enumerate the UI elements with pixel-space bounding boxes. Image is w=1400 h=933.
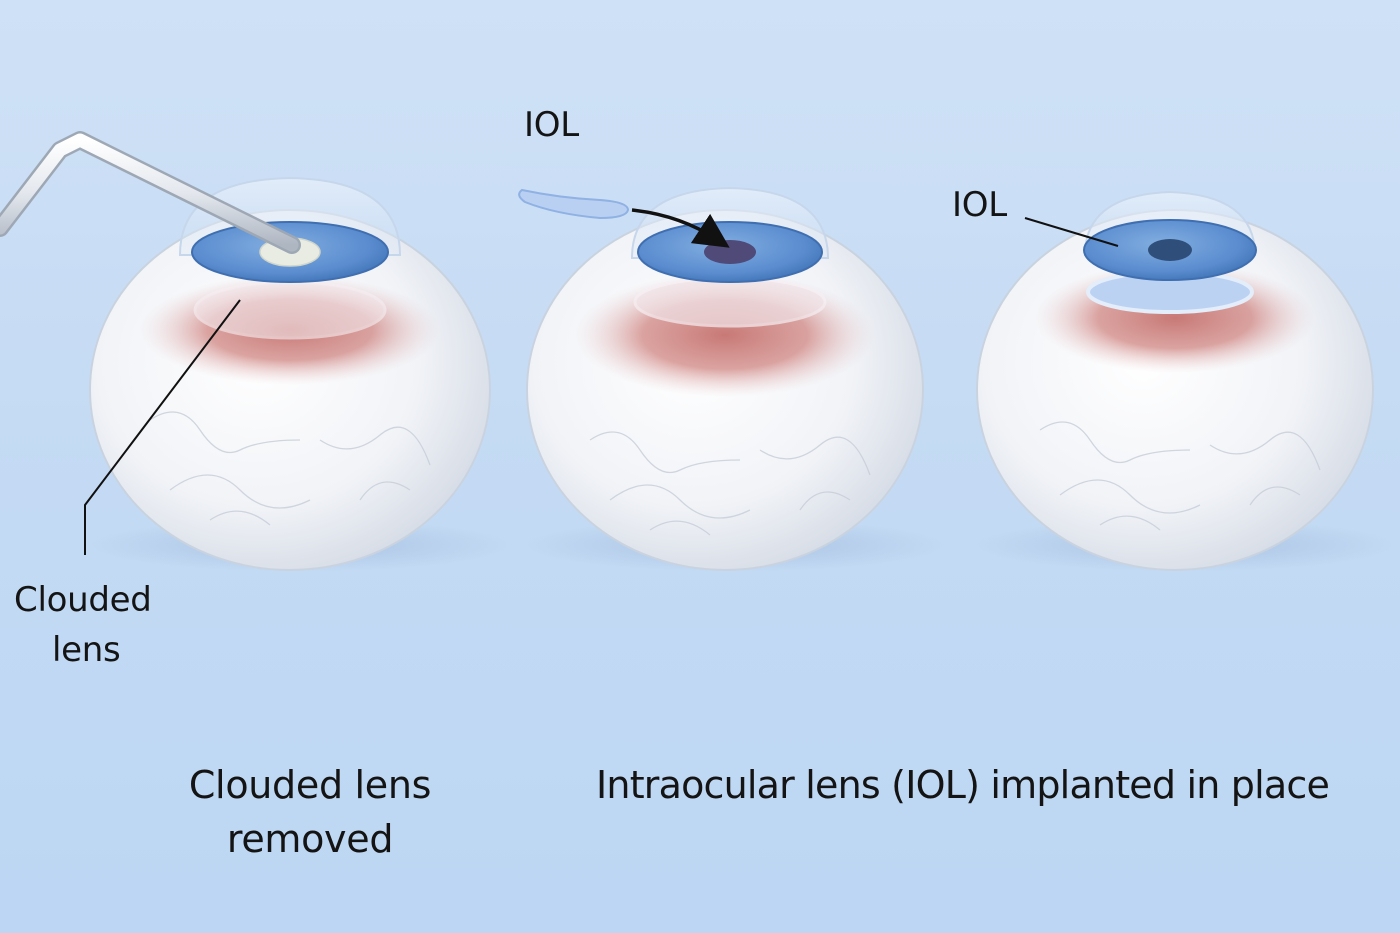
- label-clouded-lens-line-2: lens: [52, 630, 121, 670]
- label-iol-top: IOL: [524, 105, 579, 145]
- clouded-lens-leader-line: [84, 299, 241, 555]
- eye-3-iol-implanted: [975, 190, 1395, 571]
- caption-lens-removed-line-1: Clouded lens: [188, 763, 432, 807]
- iol-leader-line: [1024, 217, 1119, 247]
- caption-lens-removed: Clouded lens removed: [160, 758, 460, 866]
- eye-1-clouded-lens-removal: [0, 131, 510, 571]
- label-clouded-lens: Clouded lens: [14, 575, 152, 675]
- caption-lens-removed-line-2: removed: [226, 817, 394, 861]
- caption-iol-implanted: Intraocular lens (IOL) implanted in plac…: [596, 763, 1330, 807]
- surgical-probe: [0, 131, 301, 254]
- label-clouded-lens-line-1: Clouded: [14, 580, 152, 620]
- iol-implant-folded: [518, 188, 630, 220]
- eye-2-iol-insertion: [518, 186, 945, 571]
- label-iol-right: IOL: [952, 185, 1007, 225]
- insertion-arrow: [631, 208, 730, 248]
